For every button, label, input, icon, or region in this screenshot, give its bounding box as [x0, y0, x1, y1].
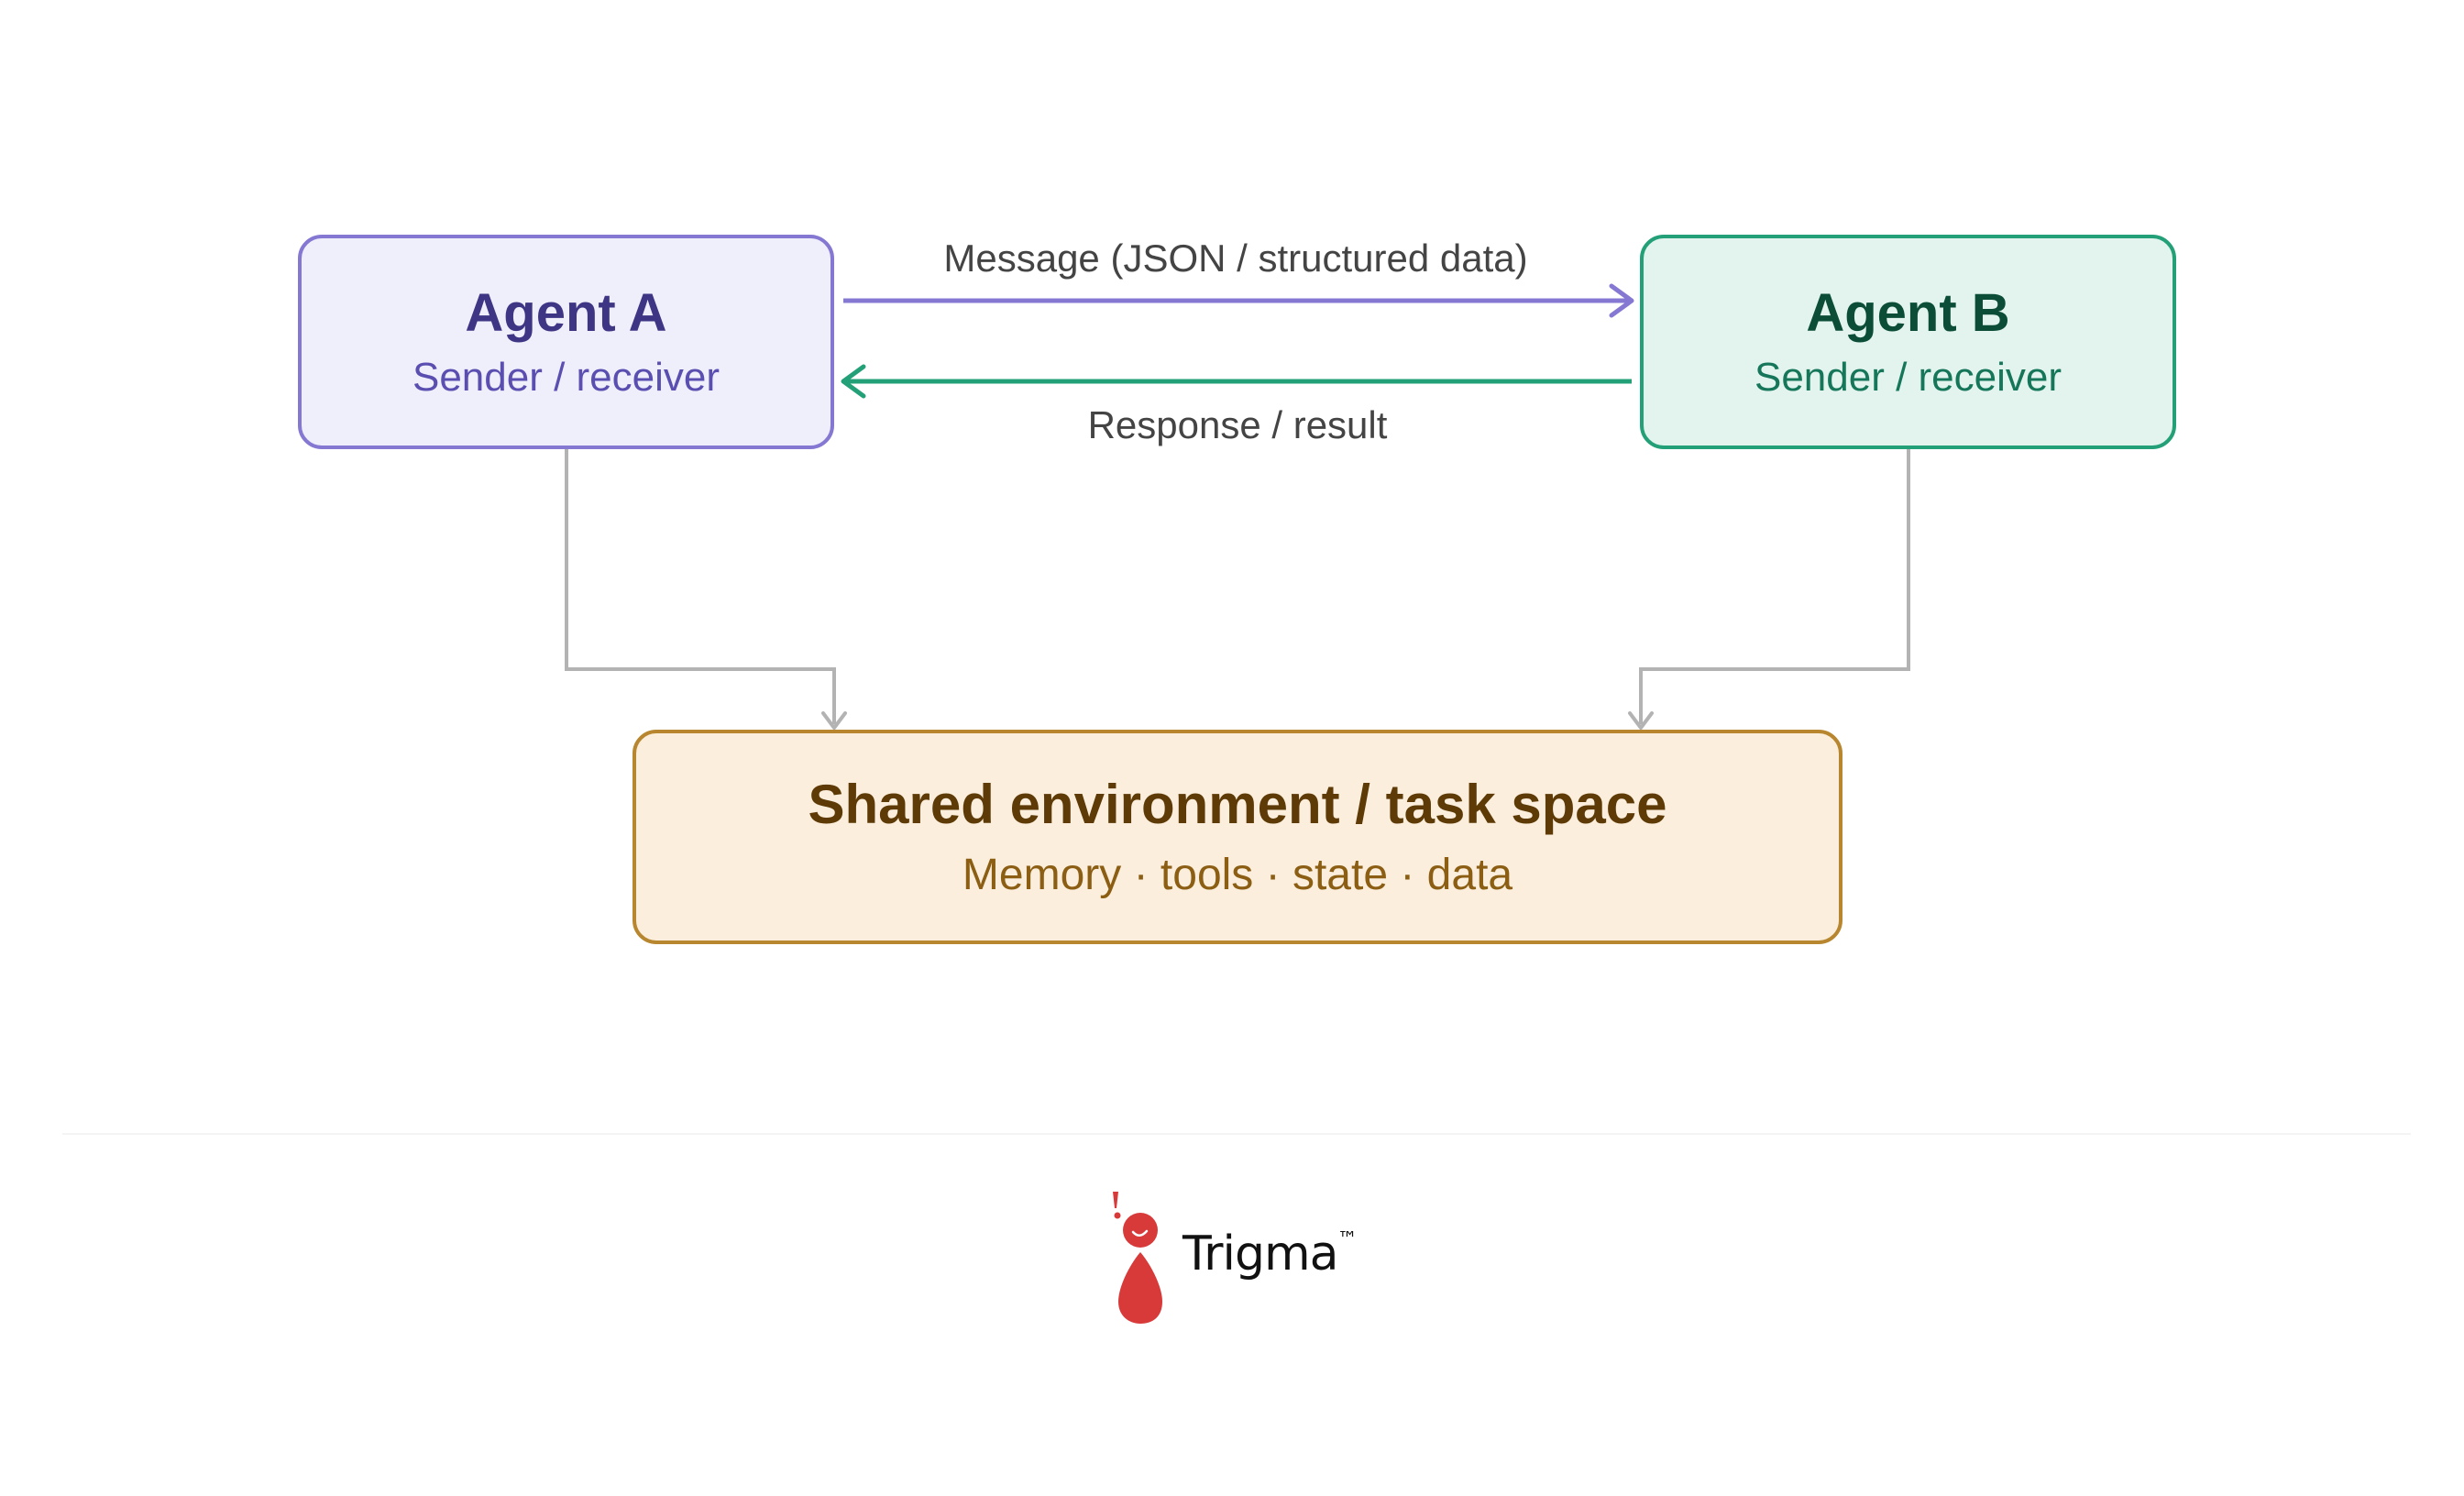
trigma-mascot-icon: [1113, 1192, 1162, 1324]
trigma-wordmark: Trigma: [1182, 1226, 1338, 1282]
response-edge-label: Response / result: [1087, 403, 1388, 446]
message-arrowhead: [1609, 283, 1634, 318]
agent-b-subtitle: Sender / receiver: [1754, 354, 2062, 400]
connector-a-to-shared: [565, 449, 836, 724]
agent-a-title: Agent A: [465, 282, 667, 343]
shared-environment-node: Shared environment / task space Memory ·…: [632, 730, 1842, 944]
footer-divider: [62, 1133, 2411, 1135]
shared-environment-title: Shared environment / task space: [808, 773, 1667, 835]
agent-a-node: Agent A Sender / receiver: [298, 235, 834, 449]
agent-a-subtitle: Sender / receiver: [412, 354, 720, 400]
message-edge-label: Message (JSON / structured data): [943, 236, 1528, 280]
connector-b-arrowhead: [1628, 711, 1654, 730]
connector-a-arrowhead: [821, 711, 847, 730]
response-arrowhead: [841, 364, 866, 399]
agent-b-title: Agent B: [1806, 282, 2010, 343]
shared-environment-subtitle: Memory · tools · state · data: [962, 850, 1513, 899]
trigma-logo: Trigma ™: [1106, 1188, 1380, 1326]
connector-b-to-shared: [1639, 449, 1910, 724]
trademark-mark: ™: [1337, 1228, 1358, 1251]
agent-b-node: Agent B Sender / receiver: [1640, 235, 2176, 449]
